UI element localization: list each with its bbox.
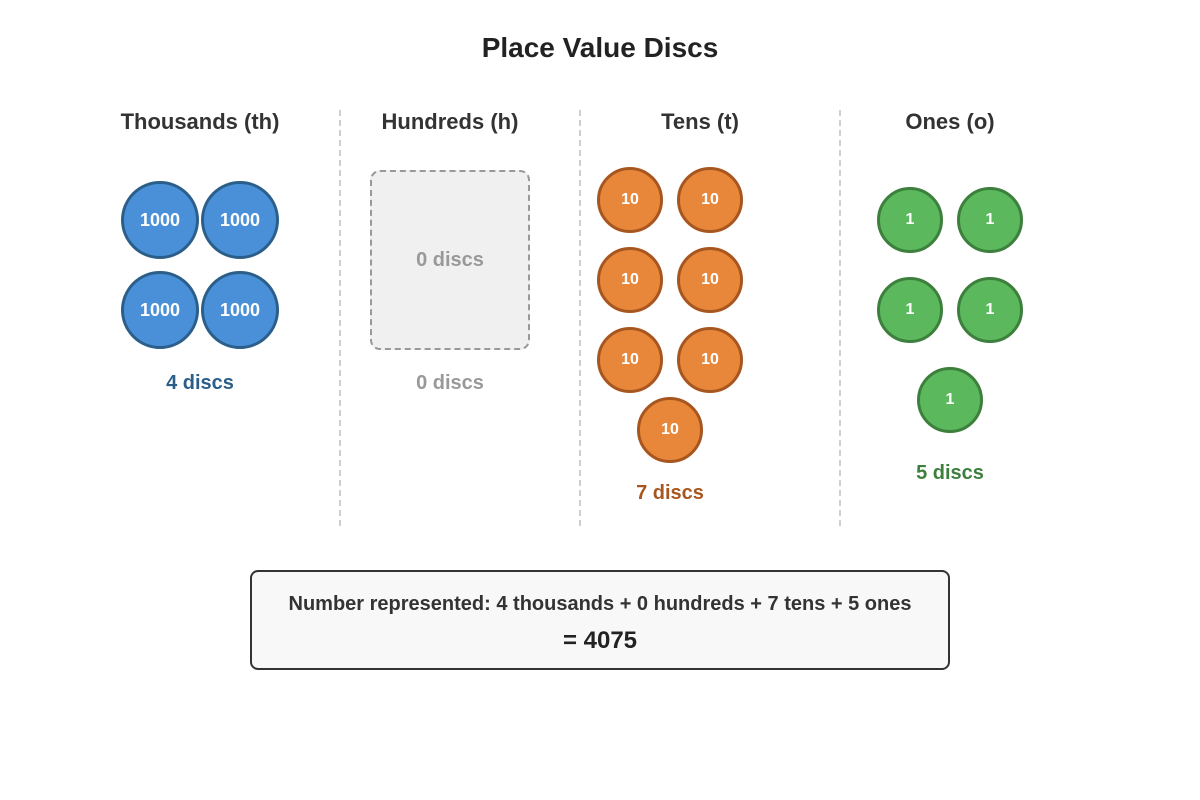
column-header-thousands: Thousands (th) (120, 109, 280, 134)
disc-tens: 10 (677, 247, 743, 313)
disc-ones: 1 (877, 277, 943, 343)
summary-total: = 4075 (562, 627, 638, 654)
page-title: Place Value Discs (481, 32, 719, 63)
column-header-tens: Tens (t) (661, 109, 739, 134)
disc-thousands: 1000 (121, 271, 199, 349)
disc-ones: 1 (957, 277, 1023, 343)
count-label-tens: 7 discs (636, 482, 704, 504)
disc-thousands: 1000 (121, 181, 199, 259)
column-divider (579, 110, 581, 526)
empty-place-text: 0 discs (416, 248, 484, 271)
disc-ones: 1 (957, 187, 1023, 253)
disc-tens: 10 (677, 327, 743, 393)
disc-tens: 10 (637, 397, 703, 463)
number-summary-box: Number represented: 4 thousands + 0 hund… (250, 570, 950, 670)
count-label-thousands: 4 discs (166, 372, 234, 394)
disc-thousands: 1000 (201, 271, 279, 349)
disc-tens: 10 (597, 167, 663, 233)
column-divider (839, 110, 841, 526)
count-label-ones: 5 discs (916, 462, 984, 484)
count-label-hundreds: 0 discs (416, 372, 484, 394)
empty-place-placeholder: 0 discs (370, 170, 530, 350)
disc-ones: 1 (917, 367, 983, 433)
disc-tens: 10 (677, 167, 743, 233)
column-header-ones: Ones (o) (905, 109, 995, 134)
disc-ones: 1 (877, 187, 943, 253)
column-divider (339, 110, 341, 526)
disc-tens: 10 (597, 247, 663, 313)
disc-tens: 10 (597, 327, 663, 393)
disc-thousands: 1000 (201, 181, 279, 259)
column-header-hundreds: Hundreds (h) (381, 109, 519, 134)
summary-breakdown: Number represented: 4 thousands + 0 hund… (288, 593, 912, 615)
